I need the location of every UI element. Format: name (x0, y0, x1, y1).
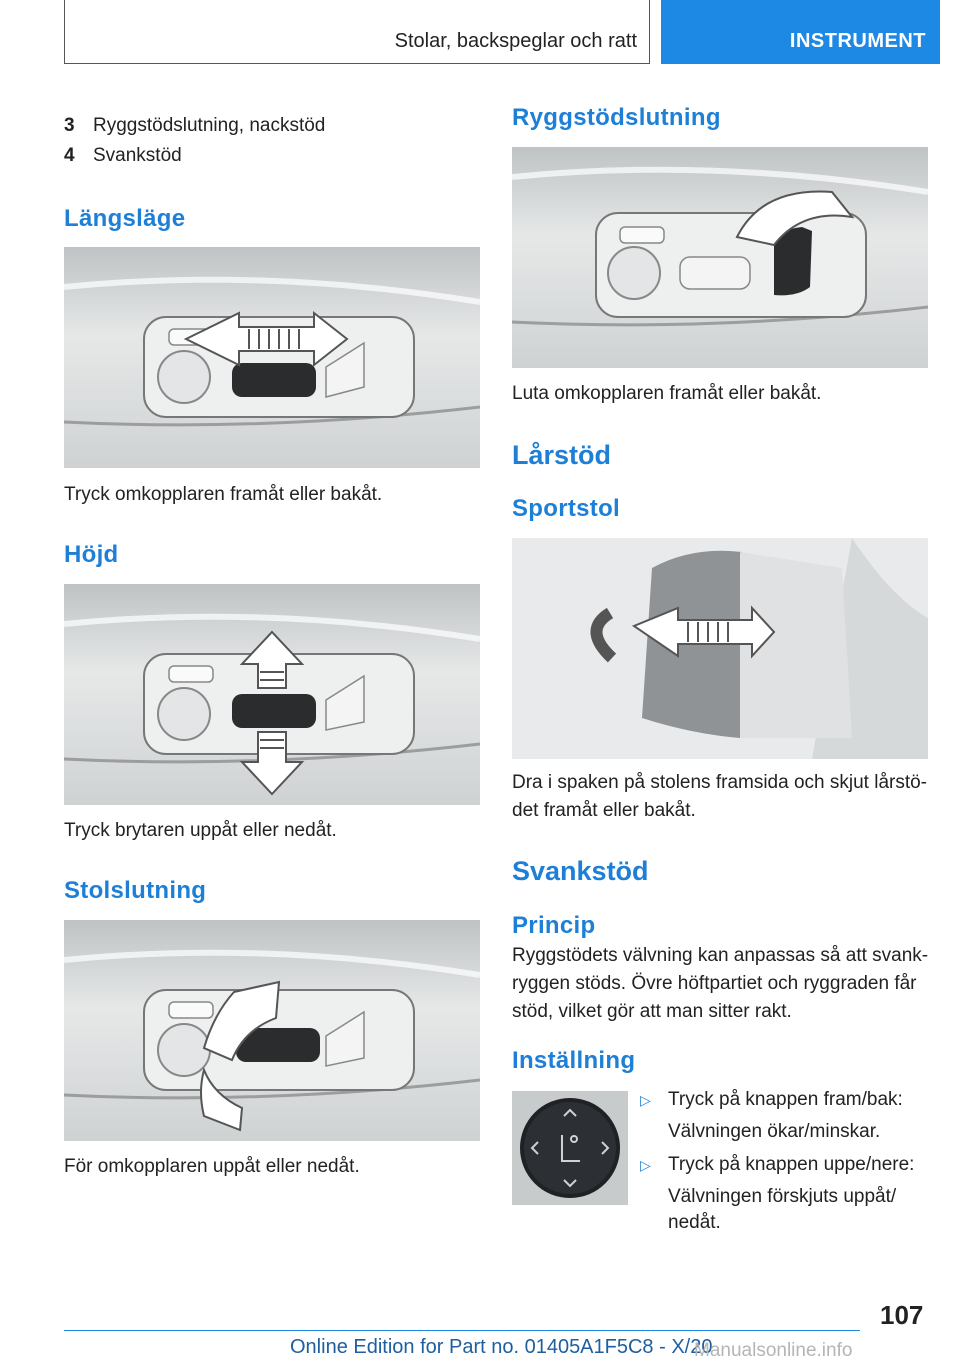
heading-hojd: Höjd (64, 541, 119, 568)
header-section-title: Stolar, backspeglar och ratt (394, 30, 637, 52)
list-item: 4 (64, 141, 75, 170)
heading-svankstod: Svankstöd (512, 856, 649, 886)
seat-switch-forward-back-image (64, 247, 480, 468)
caption-hojd: Tryck brytaren uppåt eller nedåt. (64, 820, 337, 841)
subheading-sportstol: Sportstol (512, 495, 621, 522)
seat-switch-height-image (64, 584, 480, 805)
list-item-text: Ryggstödslutning, nackstöd (93, 115, 326, 136)
bullet-marker: ▷ (640, 1092, 651, 1108)
thigh-support-image (512, 538, 928, 759)
heading-ryggstodslutning: Ryggstödslutning (512, 104, 721, 131)
header-section-box: Stolar, backspeglar och ratt (64, 0, 650, 64)
princip-text-line2: ryggen stöds. Övre höftpartiet och ryggr… (512, 973, 917, 994)
bullet-subtext-line2: nedåt. (668, 1212, 721, 1233)
heading-stolslutning: Stolslutning (64, 877, 207, 904)
caption-ryggstodslutning: Luta omkopplaren framåt eller bakåt. (512, 383, 822, 404)
footer-edition-text: Online Edition for Part no. 01405A1F5C8 … (290, 1336, 713, 1358)
bullet-marker: ▷ (640, 1157, 651, 1173)
princip-text-line3: stöd, vilket gör att man sitter rakt. (512, 1001, 792, 1022)
list-item: 3 (64, 111, 75, 140)
header-chapter-label: INSTRUMENT (789, 30, 926, 52)
heading-langslage: Längsläge (64, 205, 186, 232)
list-item-number: 4 (64, 145, 75, 166)
bullet-subtext: Välvningen ökar/minskar. (668, 1121, 881, 1142)
backrest-tilt-switch-image (512, 147, 928, 368)
page-number: 107 (880, 1300, 924, 1330)
footer-divider (64, 1330, 860, 1331)
princip-text-line1: Ryggstödets välvning kan anpassas så att… (512, 945, 929, 966)
caption-larstod-line1: Dra i spaken på stolens framsida och skj… (512, 772, 928, 793)
subheading-princip: Princip (512, 912, 596, 939)
bullet-subtext-line1: Välvningen förskjuts uppåt/ (668, 1186, 897, 1207)
list-item-text: Svankstöd (93, 145, 182, 166)
list-item-number: 3 (64, 115, 75, 136)
seat-tilt-switch-image (64, 920, 480, 1141)
bullet-text: Tryck på knappen fram/bak: (668, 1089, 903, 1110)
caption-stolslutning: För omkopplaren uppåt eller nedåt. (64, 1156, 360, 1177)
caption-langslage: Tryck omkopplaren framåt eller bakåt. (64, 484, 383, 505)
footer-watermark: Manualsonline.info (694, 1340, 853, 1361)
heading-larstod: Lårstöd (512, 440, 612, 470)
subheading-installning: Inställning (512, 1047, 636, 1074)
header-chapter-tab[interactable]: INSTRUMENT (661, 0, 940, 64)
lumbar-support-knob-image (512, 1091, 628, 1205)
caption-larstod-line2: det framåt eller bakåt. (512, 800, 696, 821)
footer-edition: Online Edition for Part no. 01405A1F5C8 … (290, 1336, 712, 1359)
bullet-text: Tryck på knappen uppe/nere: (668, 1154, 915, 1175)
